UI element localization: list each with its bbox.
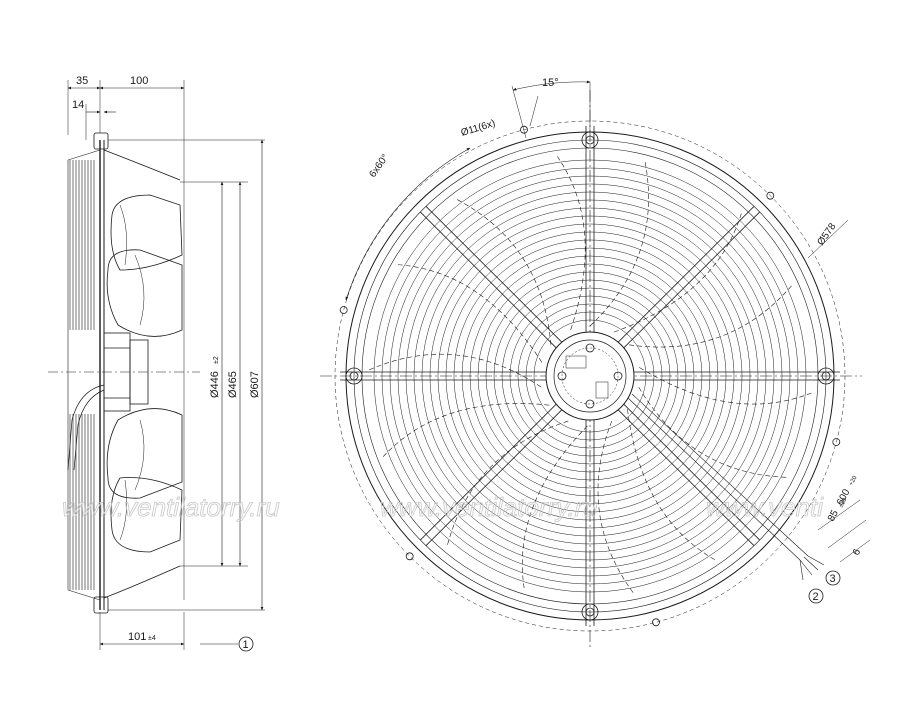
- dim-6x60-degree: 6x60°: [367, 152, 391, 179]
- dim-holes: Ø11(6x): [460, 118, 497, 139]
- watermark-middle: www.ventilatorry.ru: [380, 492, 598, 522]
- callout-3: 3: [830, 573, 836, 585]
- dim-465: Ø465: [227, 371, 239, 398]
- side-view-labels: 35 100 14 101 ±4 1 Ø446 ±2 Ø465 Ø607: [72, 75, 261, 651]
- callout-2: 2: [813, 591, 819, 603]
- dim-cable-85-tolerance: ±10: [838, 497, 848, 509]
- mount-holes: [339, 125, 841, 627]
- side-view: [48, 80, 265, 652]
- dim-446-tolerance: ±2: [213, 356, 220, 364]
- dim-cable-600-tolerance: +20: [848, 475, 858, 487]
- dim-446: Ø446: [209, 371, 221, 398]
- watermark-left: www.ventilatorry.ru: [62, 492, 280, 522]
- front-view: [320, 80, 871, 650]
- callout-1: 1: [243, 639, 249, 651]
- dim-100: 100: [130, 75, 148, 87]
- guard-spokes: [340, 126, 840, 626]
- dim-cable-6: 6: [851, 547, 864, 557]
- watermark: www.ventilatorry.ru www.ventilatorry.ru …: [62, 492, 825, 523]
- dim-15-degree: 15°: [542, 77, 559, 89]
- dim-35: 35: [76, 75, 88, 87]
- dim-101-tolerance: ±4: [148, 635, 156, 642]
- dim-578: Ø578: [815, 221, 838, 248]
- side-guard-grille: [67, 149, 101, 601]
- watermark-right: www.venti: [706, 492, 824, 522]
- cable-bundle: [627, 393, 825, 581]
- dim-607: Ø607: [249, 371, 261, 398]
- dim-101: 101: [128, 631, 146, 643]
- fan-blades: [367, 156, 812, 594]
- dim-14: 14: [72, 99, 84, 111]
- dim-cable-85: 85: [826, 508, 841, 523]
- guard-rings: [373, 159, 807, 593]
